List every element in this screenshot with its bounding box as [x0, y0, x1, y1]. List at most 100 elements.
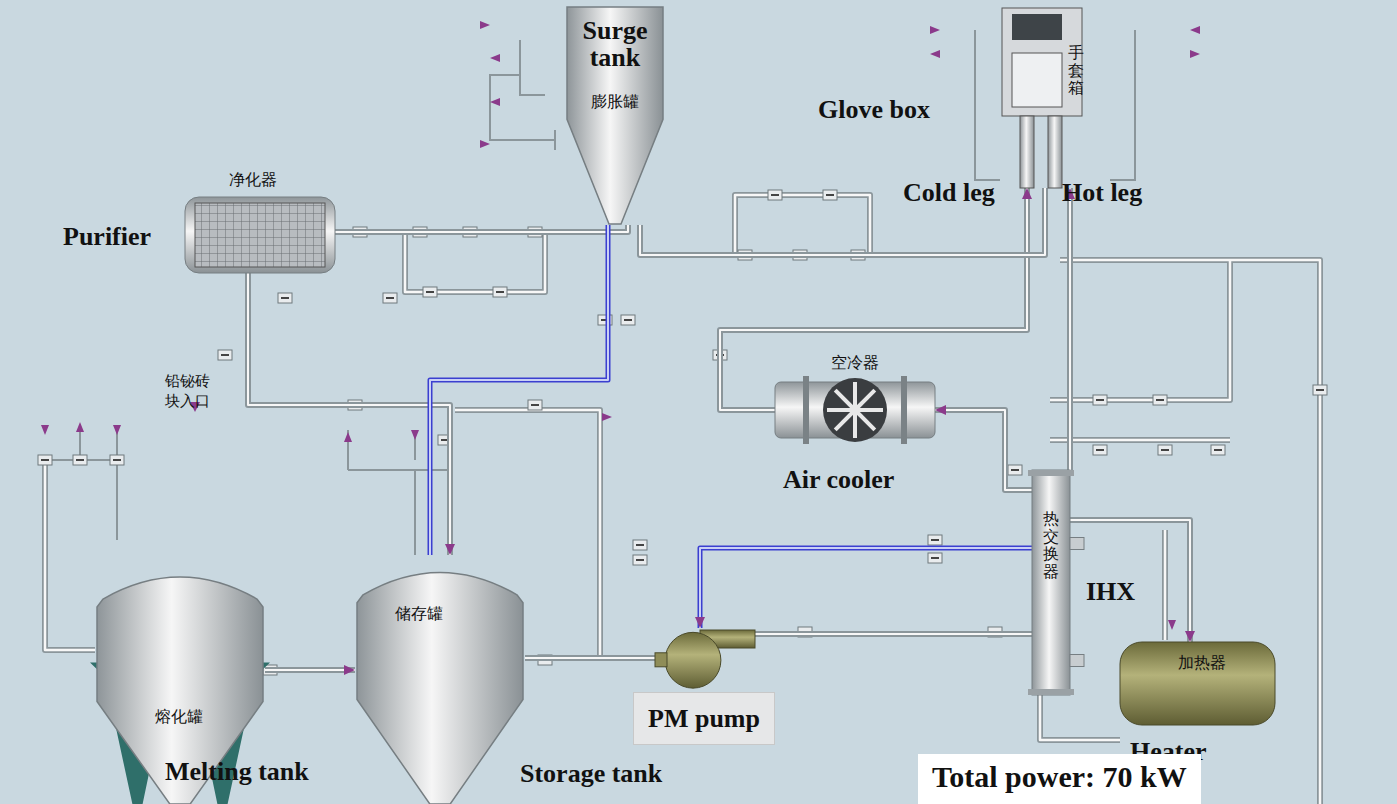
- pipe: [935, 405, 1032, 490]
- purifier: 净化器Purifier: [185, 197, 335, 273]
- pipe: [265, 665, 355, 675]
- valve-symbol: [633, 540, 647, 550]
- valve-stem: [386, 297, 394, 299]
- surge-tank: Surge tank 膨胀罐: [565, 5, 665, 225]
- pipe-outer: [335, 225, 628, 232]
- pipe-outer: [700, 548, 1032, 628]
- pipe-inner: [720, 188, 1027, 410]
- pipe: [720, 188, 1032, 410]
- flow-arrowhead: [445, 544, 455, 555]
- valve-symbol: [928, 535, 942, 545]
- pipe-outer: [265, 667, 355, 673]
- valve-stem: [281, 297, 289, 299]
- valve-stem: [531, 404, 539, 406]
- valve-stem: [931, 539, 939, 541]
- valve-stem: [1316, 389, 1324, 391]
- valve-symbol: [110, 455, 124, 465]
- valve-stem: [771, 194, 779, 196]
- valve-symbol: [823, 190, 837, 200]
- valve-stem: [1096, 449, 1104, 451]
- pipe: [248, 273, 455, 555]
- pipe-inner: [265, 669, 355, 671]
- pipe-outer: [430, 225, 608, 555]
- air-cooler-outline: [775, 376, 935, 444]
- chinese-label: 热交换器: [1043, 510, 1059, 580]
- chinese-label: 加热器: [1178, 654, 1226, 672]
- secondary-pipe: [430, 225, 608, 555]
- pipe-outer: [248, 273, 450, 555]
- flow-arrowhead: [344, 665, 355, 675]
- valve-stem: [624, 319, 632, 321]
- english-label: Storage tank: [520, 760, 662, 787]
- pipe-inner: [248, 273, 450, 555]
- valve-symbol: [423, 287, 437, 297]
- valve-stem: [76, 459, 84, 461]
- valve-symbol: [528, 400, 542, 410]
- pipe-inner: [935, 410, 1032, 490]
- valve-symbol: [38, 455, 52, 465]
- flow-arrowhead: [695, 617, 705, 628]
- english-label: PM pump: [633, 692, 775, 745]
- pipe-outer: [1067, 188, 1073, 470]
- heater: 加热器Heater: [1120, 642, 1275, 725]
- valve-symbol: [928, 553, 942, 563]
- glove-box: Glove box手套箱: [998, 8, 1086, 188]
- pm-pump-outline: [655, 628, 755, 690]
- english-label: Glove box: [818, 96, 930, 123]
- pipe-outer: [1070, 520, 1190, 642]
- leg-label: Hot leg: [1062, 178, 1142, 208]
- valve-stem: [931, 557, 939, 559]
- heat-exchanger: 热交换器IHX: [1032, 470, 1070, 695]
- pipe-outer: [720, 188, 1027, 410]
- valve-stem: [113, 459, 121, 461]
- valve-stem: [1214, 449, 1222, 451]
- pipe-outer: [755, 631, 1032, 637]
- pipe-inner: [1070, 520, 1190, 642]
- valve-symbol: [1008, 465, 1022, 475]
- valve-symbol: [1153, 395, 1167, 405]
- flow-arrowhead: [1022, 188, 1032, 199]
- valve-symbol: [1093, 445, 1107, 455]
- valve-stem: [426, 291, 434, 293]
- melting-tank: 熔化罐Melting tank: [95, 560, 265, 804]
- pipe: [1065, 188, 1075, 470]
- purifier-outline: [185, 197, 335, 273]
- pipe: [1070, 520, 1195, 642]
- pipe-inner: [335, 225, 628, 232]
- valve-symbol: [768, 190, 782, 200]
- pipe-inner: [525, 657, 655, 659]
- valve-symbol: [278, 293, 292, 303]
- valve-symbol: [1158, 445, 1172, 455]
- chinese-label: 熔化罐: [155, 708, 203, 726]
- pipe-inner: [755, 633, 1032, 635]
- valve-stem: [496, 291, 504, 293]
- inlet-note: 铅铋砖 块入口: [165, 372, 225, 411]
- pm-pump: PM pump: [655, 628, 755, 690]
- chinese-label: 储存罐: [395, 605, 443, 623]
- valve-stem: [41, 459, 49, 461]
- valve-stem: [1096, 399, 1104, 401]
- english-label: Melting tank: [165, 758, 309, 785]
- valve-symbol: [633, 555, 647, 565]
- english-label: IHX: [1086, 578, 1135, 605]
- pipe-outer: [525, 655, 655, 661]
- power-note: Total power: 70 kW: [918, 754, 1201, 804]
- leg-label: Cold leg: [903, 178, 995, 208]
- valve-symbol: [621, 315, 635, 325]
- valve-stem: [826, 194, 834, 196]
- valve-stem: [636, 559, 644, 561]
- valve-symbol: [1211, 445, 1225, 455]
- pipe-inner: [700, 548, 1032, 628]
- english-label: Surge tank: [567, 17, 663, 72]
- chinese-label: 膨胀罐: [591, 93, 639, 111]
- pipe: [755, 634, 1032, 635]
- valve-stem: [1161, 449, 1169, 451]
- air-cooler: 空冷器Air cooler: [775, 376, 935, 444]
- secondary-pipe: [695, 548, 1032, 628]
- valve-symbol: [493, 287, 507, 297]
- pipe: [525, 658, 655, 659]
- valve-symbol: [383, 293, 397, 303]
- chinese-label: 手套箱: [1068, 44, 1084, 97]
- flow-arrowhead: [935, 405, 946, 415]
- pipe-outer: [935, 410, 1032, 490]
